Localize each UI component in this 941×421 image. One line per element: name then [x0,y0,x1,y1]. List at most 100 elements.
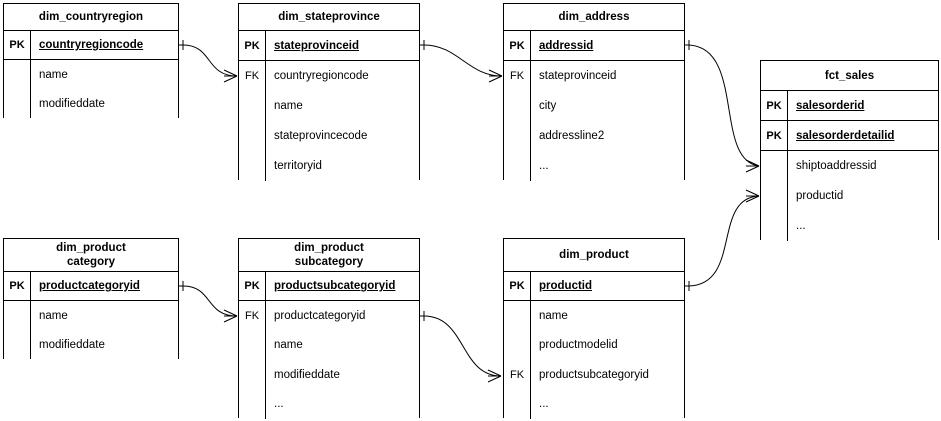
attribute-row[interactable]: productid [761,181,938,211]
relationship-line [423,44,503,77]
attribute-name: salesorderid [796,99,865,112]
primary-key-badge: PK [4,31,31,59]
relationship-line [182,285,238,317]
attribute-name: city [539,100,557,112]
cardinality-many-crowsfoot-icon [488,69,503,83]
key-cell-empty [239,91,266,121]
attribute-name: stateprovincecode [274,130,368,142]
attribute-row[interactable]: city [504,91,684,121]
relationship-productcategory-to-subcategory[interactable] [177,281,238,323]
attribute-name: modifieddate [39,338,105,351]
entity-title-line: dim_product [294,242,364,254]
key-cell-empty [504,121,531,151]
key-cell-empty [761,181,788,211]
attribute-row[interactable]: PK productid [504,272,684,302]
entity-title-dim_productsubcategory: dim_product subcategory [239,239,419,272]
attribute-name: modifieddate [274,368,340,381]
relationship-subcategory-to-product[interactable] [418,311,502,383]
attribute-name: name [274,100,303,112]
primary-key-badge: PK [504,272,531,301]
attribute-row[interactable]: modifieddate [4,330,178,359]
attribute-row[interactable]: name [4,60,178,89]
entity-title-line: subcategory [294,256,364,268]
key-cell-empty [239,360,266,390]
attribute-name: ... [539,398,549,411]
attribute-row[interactable]: shiptoaddressid [761,151,938,181]
attribute-row[interactable]: addressline2 [504,121,684,151]
attribute-name: salesorderdetailid [796,129,895,142]
attribute-row[interactable]: name [239,91,419,121]
attribute-name: name [39,68,68,81]
primary-key-badge: PK [239,272,266,301]
attribute-name: productsubcategoryid [274,280,396,293]
cardinality-many-crowsfoot-icon [745,189,760,203]
attribute-row[interactable]: stateprovincecode [239,121,419,151]
attribute-name: productid [539,280,593,293]
key-cell-empty [4,60,31,89]
relationship-countryregion-to-stateprovince[interactable] [177,40,238,83]
attribute-row[interactable]: ... [504,389,684,419]
attribute-row[interactable]: ... [761,211,938,241]
key-cell-empty [4,89,31,118]
attribute-row[interactable]: modifieddate [239,360,419,390]
attribute-name: addressline2 [539,130,605,142]
attribute-row[interactable]: modifieddate [4,89,178,118]
entity-title-fct_sales: fct_sales [761,61,938,91]
attribute-name: territoryid [274,160,322,172]
key-cell-empty [4,301,31,330]
relationship-product-to-fctsales[interactable] [683,189,760,291]
attribute-name: stateprovinceid [539,70,617,82]
foreign-key-badge: FK [239,61,266,91]
cardinality-many-crowsfoot-icon [223,309,238,323]
attribute-row[interactable]: PK productsubcategoryid [239,272,419,302]
key-cell-empty [504,151,531,181]
attribute-row[interactable]: PK addressid [504,31,684,61]
attribute-name: name [39,309,68,322]
attribute-name: productcategoryid [39,280,140,292]
attribute-name: name [274,339,303,352]
key-cell-empty [4,330,31,359]
attribute-row[interactable]: productmodelid [504,330,684,361]
attribute-row[interactable]: ... [239,389,419,419]
relationship-stateprovince-to-address[interactable] [418,40,503,83]
key-cell-empty [761,211,788,241]
attribute-row[interactable]: ... [504,151,684,181]
cardinality-many-crowsfoot-icon [223,69,238,83]
primary-key-badge: PK [239,31,266,60]
key-cell-empty [504,301,531,331]
key-cell-empty [239,330,266,361]
key-cell-empty [239,389,266,419]
key-cell-empty [239,151,266,181]
entity-title-line: category [67,256,115,268]
cardinality-many-crowsfoot-icon [487,369,502,383]
cardinality-many-crowsfoot-icon [745,159,760,173]
key-cell-empty [761,151,788,181]
attribute-name: name [539,310,568,323]
relationship-address-to-fctsales[interactable] [683,40,760,173]
foreign-key-badge: FK [239,301,266,331]
attribute-name: modifieddate [39,97,105,110]
foreign-key-badge: FK [504,360,531,390]
attribute-name: addressid [539,39,594,52]
attribute-row[interactable]: name [4,301,178,330]
primary-key-badge: PK [504,31,531,60]
attribute-row[interactable]: territoryid [239,151,419,181]
attribute-row[interactable]: name [504,301,684,331]
attribute-row[interactable]: name [239,330,419,361]
